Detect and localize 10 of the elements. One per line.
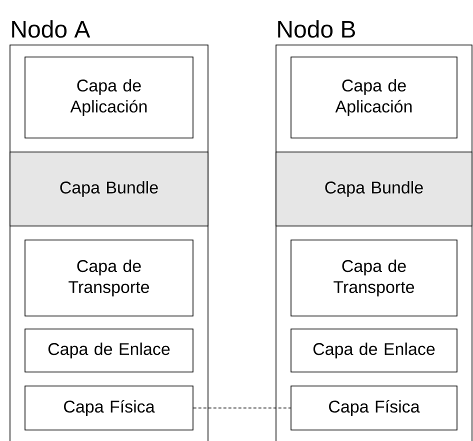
layer-box: Capa de Transporte: [24, 240, 194, 316]
layer-box: Capa de Enlace: [290, 328, 458, 372]
layer-box: Capa de Transporte: [290, 240, 458, 316]
layer-box: Capa Física: [290, 386, 458, 430]
layer-box: Capa de Aplicación: [24, 56, 194, 138]
band: Capa Bundle: [10, 152, 208, 226]
layer-box: Capa de Aplicación: [290, 56, 458, 138]
band: Capa Bundle: [276, 152, 472, 226]
layer-box: Capa de Enlace: [24, 328, 194, 372]
layer-box: Capa Física: [24, 386, 194, 430]
